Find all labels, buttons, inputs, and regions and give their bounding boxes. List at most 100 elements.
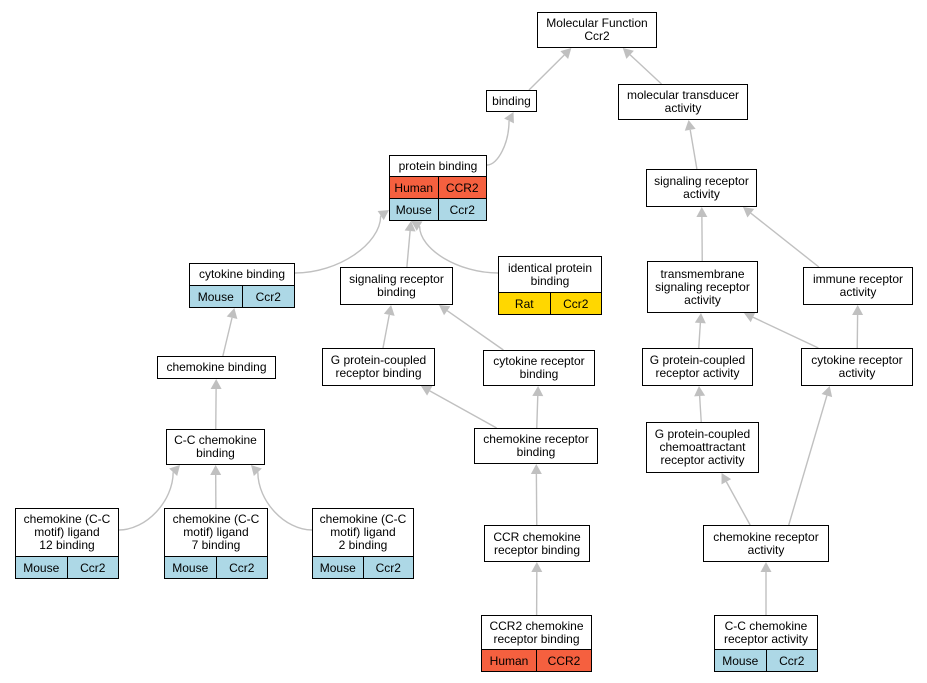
go-term-node[interactable]: cytokine receptor activity: [801, 348, 913, 386]
edge-line: [698, 322, 702, 349]
edge-chrb-to-gpcrb: [421, 386, 497, 429]
edge-line: [788, 395, 828, 526]
go-term-node[interactable]: C-C chemokine binding: [166, 429, 265, 465]
edge-line: [750, 212, 820, 268]
arrowhead: [531, 562, 543, 573]
edge-chra-to-gpcca: [721, 473, 751, 526]
go-term-node[interactable]: G protein-coupled chemoattractant recept…: [646, 422, 759, 473]
arrowhead: [821, 386, 833, 398]
arrowhead: [696, 207, 708, 218]
go-term-label: molecular transducer activity: [626, 88, 740, 115]
arrowhead: [684, 120, 696, 131]
edge-line: [429, 390, 497, 429]
go-term-label: transmembrane signaling receptor activit…: [655, 266, 750, 307]
go-term-node[interactable]: signaling receptor binding: [340, 267, 453, 305]
arrowhead: [560, 48, 572, 59]
go-term-label: chemokine (C-C motif) ligand 7 binding: [172, 512, 260, 552]
arrowhead: [421, 386, 433, 396]
edge-ipb-to-pb: [411, 221, 499, 274]
go-term-node[interactable]: CCR chemokine receptor binding: [484, 525, 590, 562]
go-term-node[interactable]: immune receptor activity: [803, 267, 913, 305]
go-term-label: cytokine binding: [198, 267, 286, 281]
go-term-label: cytokine receptor binding: [493, 354, 585, 381]
gene-symbol: Ccr2: [549, 293, 602, 314]
go-term-label: G protein-coupled chemoattractant recept…: [654, 427, 751, 467]
edge-gpcca-to-gpcra: [694, 386, 706, 423]
go-term-node[interactable]: cytokine receptor binding: [483, 350, 595, 386]
arrowhead: [622, 48, 634, 59]
arrowhead: [377, 210, 389, 221]
go-term-label: C-C chemokine receptor activity: [723, 618, 809, 646]
go-term-label: chemokine receptor activity: [713, 529, 819, 557]
go-term-node[interactable]: signaling receptor activity: [646, 169, 757, 207]
go-term-node[interactable]: Molecular Function Ccr2: [537, 12, 657, 48]
edge-gpcrb-to-srb: [382, 305, 395, 349]
edge-line: [752, 316, 819, 349]
edge-ccrb-to-chrb: [530, 464, 542, 526]
arrowhead: [743, 207, 755, 218]
arrowhead: [226, 308, 238, 320]
edge-l12-to-ccb: [118, 465, 180, 531]
edge-line: [222, 317, 233, 357]
go-term-label: chemokine (C-C motif) ligand 2 binding: [319, 512, 407, 552]
edge-chra-to-cra: [788, 386, 833, 526]
edge-chb-to-cb: [222, 308, 238, 357]
arrowhead: [760, 562, 772, 572]
arrowhead: [439, 305, 451, 316]
arrowhead: [251, 465, 262, 477]
edge-line: [118, 472, 174, 531]
go-term-label: identical protein binding: [507, 260, 593, 288]
species-name: Human: [489, 653, 529, 668]
edge-chrb-to-crb: [532, 386, 544, 429]
edge-mta-to-mf: [622, 48, 662, 85]
go-term-label: immune receptor activity: [812, 272, 904, 299]
species-name: Mouse: [172, 560, 209, 575]
go-term-node[interactable]: molecular transducer activity: [618, 84, 748, 120]
arrowhead: [744, 312, 756, 323]
arrowhead: [721, 473, 732, 485]
go-term-label: Molecular Function Ccr2: [546, 16, 648, 43]
go-term-node[interactable]: chemokine receptor binding: [474, 428, 598, 464]
edge-ccr2b-to-ccrb: [531, 562, 543, 616]
edge-l7-to-ccb: [210, 465, 222, 509]
edge-cra-to-ira: [852, 305, 864, 349]
edge-bind-to-mf: [528, 48, 572, 91]
go-term-node[interactable]: chemokine binding: [157, 356, 276, 379]
species-name: Mouse: [722, 653, 759, 668]
arrowhead: [210, 465, 222, 476]
arrowhead: [383, 305, 395, 316]
go-term-label: CCR chemokine receptor binding: [493, 529, 581, 557]
edge-line: [446, 310, 504, 351]
arrowhead: [694, 386, 706, 397]
go-term-node[interactable]: G protein-coupled receptor binding: [322, 348, 435, 386]
go-term-node[interactable]: G protein-coupled receptor activity: [642, 348, 753, 386]
edge-gpcra-to-tmsra: [694, 313, 706, 349]
go-term-node[interactable]: chemokine receptor activity: [703, 525, 829, 562]
edge-line: [528, 54, 565, 91]
go-term-node[interactable]: binding: [486, 90, 537, 112]
edge-line: [294, 215, 382, 274]
arrowhead: [504, 112, 514, 124]
species-name: Mouse: [23, 560, 60, 575]
go-term-label: signaling receptor activity: [654, 174, 749, 201]
edge-line: [725, 481, 751, 526]
edge-line: [629, 54, 662, 85]
arrowhead: [169, 465, 180, 477]
edge-cb-to-pb: [294, 210, 389, 274]
gene-symbol: Ccr2: [765, 650, 818, 671]
species-name: Mouse: [197, 289, 234, 304]
go-term-node[interactable]: transmembrane signaling receptor activit…: [647, 261, 758, 313]
species-annotation-row: Mouse Ccr2: [715, 649, 817, 671]
